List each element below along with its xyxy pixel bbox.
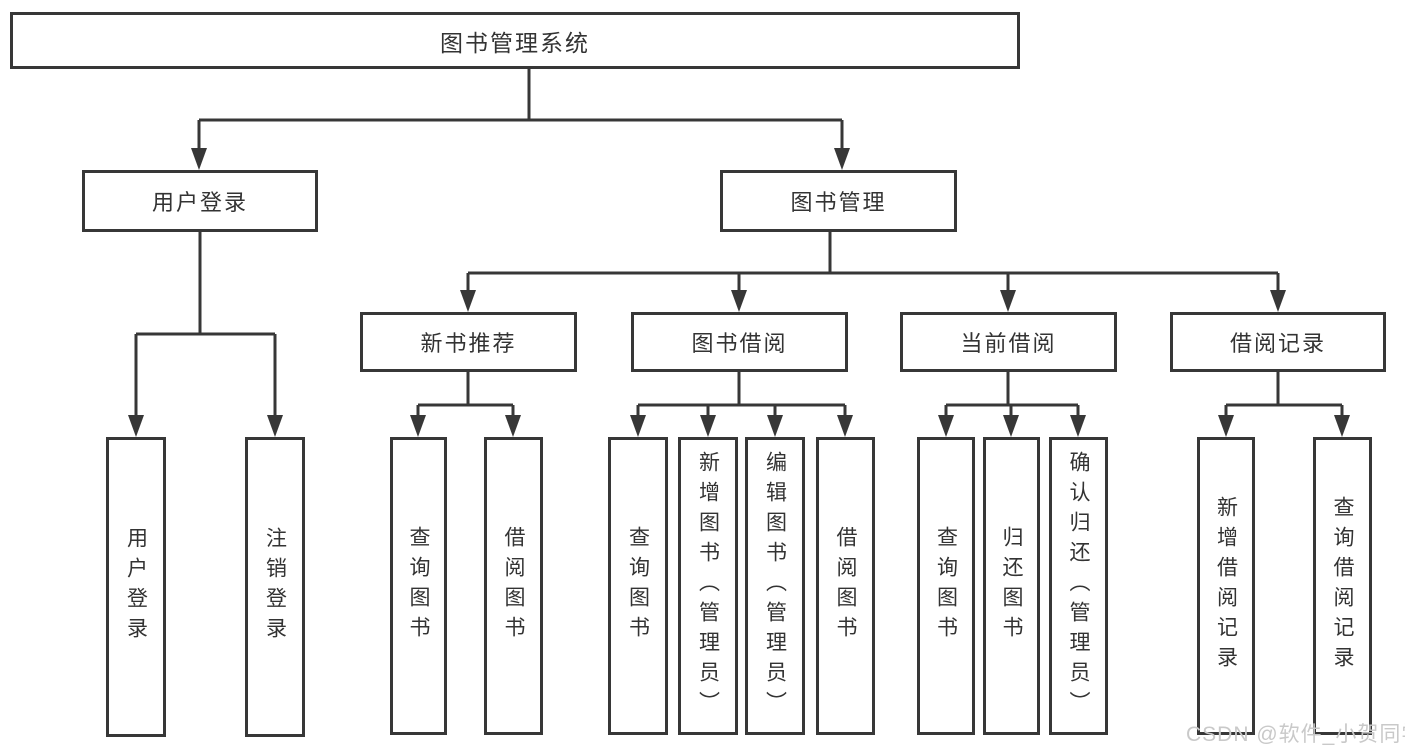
node-new-book-recommend: 新书推荐 — [360, 312, 577, 372]
leaf-edit-book-admin: 编辑图书（管理员） — [745, 437, 805, 735]
node-book-management-label: 图书管理 — [790, 190, 887, 215]
leaf-return-book-label: 归还图书 — [1000, 526, 1023, 646]
node-book-borrow-label: 图书借阅 — [691, 331, 788, 356]
leaf-borrow-book: 借阅图书 — [816, 437, 875, 735]
leaf-edit-book-admin-label: 编辑图书（管理员） — [763, 451, 787, 721]
leaf-confirm-return-admin-label: 确认归还（管理员） — [1067, 451, 1090, 721]
node-user-login: 用户登录 — [82, 170, 318, 232]
node-new-book-recommend-label: 新书推荐 — [420, 331, 517, 356]
node-root-label: 图书管理系统 — [440, 29, 590, 56]
node-borrow-record-label: 借阅记录 — [1229, 331, 1326, 356]
leaf-logout-label: 注销登录 — [263, 527, 287, 647]
leaf-borrow-book-recommend-label: 借阅图书 — [502, 526, 525, 646]
leaf-query-book-borrow: 查询图书 — [608, 437, 668, 735]
leaf-add-book-admin: 新增图书（管理员） — [678, 437, 738, 735]
leaf-user-login: 用户登录 — [106, 437, 166, 737]
leaf-query-book-current: 查询图书 — [917, 437, 975, 735]
node-user-login-label: 用户登录 — [151, 190, 248, 215]
node-current-borrow: 当前借阅 — [900, 312, 1117, 372]
node-current-borrow-label: 当前借阅 — [960, 331, 1057, 356]
leaf-add-book-admin-label: 新增图书（管理员） — [696, 451, 720, 721]
node-book-borrow: 图书借阅 — [631, 312, 848, 372]
leaf-confirm-return-admin: 确认归还（管理员） — [1049, 437, 1108, 735]
leaf-user-login-label: 用户登录 — [124, 527, 148, 647]
leaf-query-book-borrow-label: 查询图书 — [626, 526, 650, 646]
csdn-watermark: CSDN @软件_小贺同学 — [1186, 723, 1405, 746]
leaf-query-borrow-record-label: 查询借阅记录 — [1331, 496, 1354, 676]
leaf-borrow-book-recommend: 借阅图书 — [484, 437, 543, 735]
leaf-query-book-current-label: 查询图书 — [934, 526, 958, 646]
leaf-add-borrow-record-label: 新增借阅记录 — [1214, 496, 1238, 676]
leaf-logout: 注销登录 — [245, 437, 305, 737]
leaf-borrow-book-label: 借阅图书 — [834, 526, 857, 646]
leaf-return-book: 归还图书 — [983, 437, 1040, 735]
node-book-management: 图书管理 — [720, 170, 957, 232]
leaf-add-borrow-record: 新增借阅记录 — [1197, 437, 1255, 735]
leaf-query-book-recommend: 查询图书 — [390, 437, 447, 735]
leaf-query-borrow-record: 查询借阅记录 — [1313, 437, 1372, 735]
node-root: 图书管理系统 — [10, 12, 1020, 69]
node-borrow-record: 借阅记录 — [1170, 312, 1386, 372]
leaf-query-book-recommend-label: 查询图书 — [407, 526, 430, 646]
